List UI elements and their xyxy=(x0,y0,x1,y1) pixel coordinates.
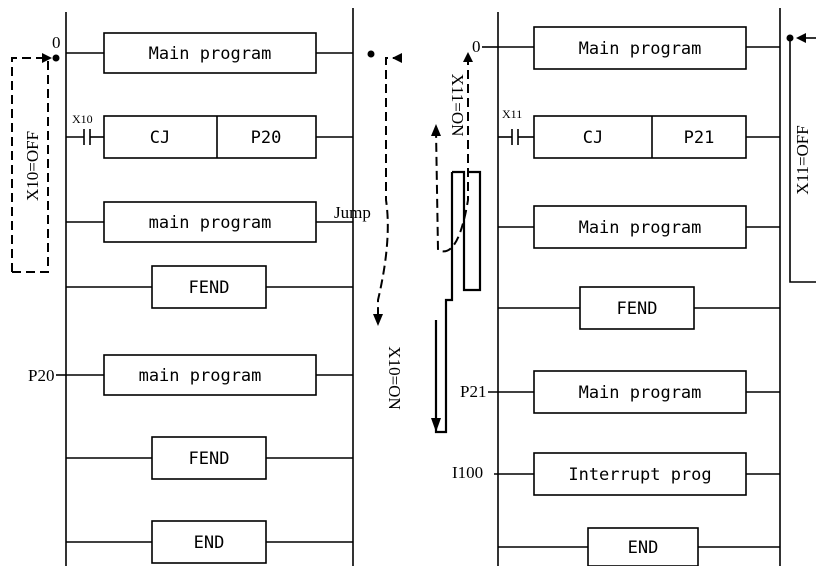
right-fend1-text: FEND xyxy=(617,299,658,319)
left-main-program-box-2 xyxy=(103,201,317,243)
left-box2-text: main program xyxy=(149,213,272,233)
jump-down-path xyxy=(377,57,402,320)
solid-return-path xyxy=(434,172,454,434)
right-fend-box xyxy=(579,286,695,330)
left-cj-text: CJ xyxy=(150,128,170,148)
left-fend-box-1 xyxy=(151,265,267,309)
right-box1-text: Main program xyxy=(579,39,702,59)
left-step-zero: 0 xyxy=(52,33,61,52)
right-p21-text: P21 xyxy=(684,128,715,148)
jump-start-dot xyxy=(367,50,375,58)
right-interrupt-box xyxy=(533,452,747,496)
right-main-program-box-3 xyxy=(533,370,747,414)
left-loop-dot xyxy=(52,54,60,62)
right-cj-text: CJ xyxy=(583,128,603,148)
left-box1-text: Main program xyxy=(149,44,272,64)
right-interrupt-text: Interrupt prog xyxy=(568,465,711,485)
left-main-program-box-3 xyxy=(103,354,317,396)
jump-label: Jump xyxy=(334,203,371,222)
x11-on-label: X11=ON xyxy=(448,74,467,137)
left-box3-text: main program xyxy=(139,366,262,386)
x10-on-label: X10=ON xyxy=(385,346,404,409)
right-main-program-box-1 xyxy=(533,26,747,70)
left-p20-text: P20 xyxy=(251,128,282,148)
jump-arrows: Jump X11=ON 0 X10=ON xyxy=(334,37,498,434)
left-ladder: Main program 0 X10 CJ P20 main program F… xyxy=(11,8,354,566)
left-fend1-text: FEND xyxy=(189,278,230,298)
right-main-program-box-2 xyxy=(533,205,747,249)
right-ladder: Main program X11 CJ P21 Main program FEN… xyxy=(452,8,816,566)
right-loop-label: X11=OFF xyxy=(793,125,812,194)
right-step-zero: 0 xyxy=(472,37,481,56)
left-pointer-label: P20 xyxy=(28,366,54,385)
right-contact-label: X11 xyxy=(502,107,522,121)
right-box3-text: Main program xyxy=(579,383,702,403)
right-end-text: END xyxy=(628,538,659,558)
left-loop-path xyxy=(12,58,49,273)
left-cj-box xyxy=(103,115,317,159)
right-loop-path xyxy=(789,38,816,283)
left-loop-label: X10=OFF xyxy=(23,131,42,201)
right-cj-box xyxy=(533,115,747,159)
right-box2-text: Main program xyxy=(579,218,702,238)
left-main-program-box-1 xyxy=(103,32,317,74)
left-contact-label: X10 xyxy=(72,112,93,126)
right-pointer-label: P21 xyxy=(460,382,486,401)
right-end-box xyxy=(587,527,699,566)
left-end-box xyxy=(151,520,267,564)
left-fend2-text: FEND xyxy=(189,449,230,469)
left-end-text: END xyxy=(194,533,225,553)
right-interrupt-label: I100 xyxy=(452,463,483,482)
